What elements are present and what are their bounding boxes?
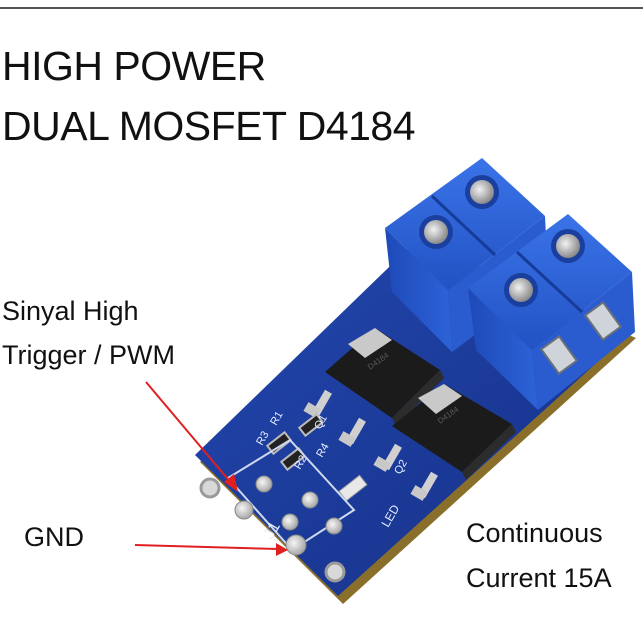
gnd-arrow [134,544,279,550]
current-label-line-1: Continuous [466,518,603,548]
gnd-arrowhead [276,543,288,556]
gnd-label: GND [24,522,84,552]
mosfet-q1 [303,328,444,447]
silk-j1: J1 [261,519,284,542]
top-divider-line [0,7,643,9]
led-indicator [338,474,368,502]
screw-terminal-2 [468,214,635,410]
title-line-2: DUAL MOSFET D4184 [2,103,416,149]
trigger-label-line-2: Trigger / PWM [2,340,176,370]
title-line-1: HIGH POWER [2,43,266,89]
annotation-arrows [134,381,288,556]
smd-resistors [265,412,325,472]
current-label-line-2: Current 15A [466,563,612,593]
pin-header-j1 [226,438,356,556]
mosfet-q2 [373,384,516,501]
trigger-label-line-1: Sinyal High [2,296,139,326]
trigger-arrow [145,381,233,485]
trigger-arrowhead [224,474,238,492]
